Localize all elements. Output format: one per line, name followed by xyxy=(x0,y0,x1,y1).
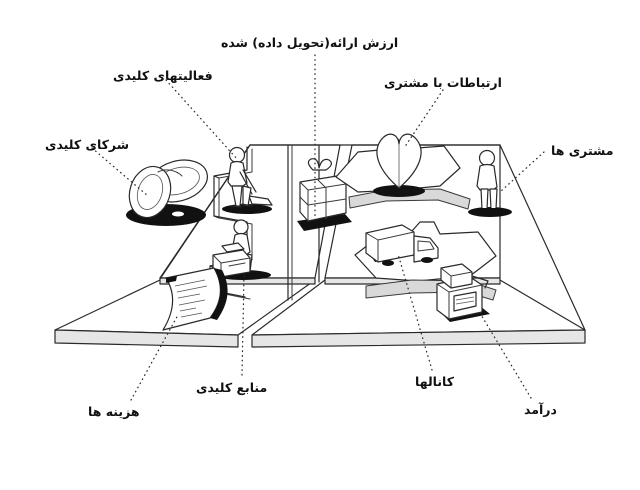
worker-figure-icon xyxy=(222,146,273,214)
cash-register-icon xyxy=(436,263,490,322)
leader-lines xyxy=(91,54,545,401)
leader-customers xyxy=(499,151,545,193)
leader-key-partners xyxy=(91,147,149,197)
label-key-activities: فعالیتهای کلیدی xyxy=(113,68,213,83)
label-revenue: درآمد xyxy=(524,402,557,417)
heart-icon xyxy=(373,133,425,197)
machine-icon xyxy=(212,219,271,280)
label-costs: هزینه ها xyxy=(88,404,140,419)
label-key-partners: شرکای کلیدی xyxy=(45,137,129,152)
label-value-proposition: ارزش ارائه(تحویل داده) شده xyxy=(221,35,399,50)
standing-person-icon xyxy=(468,149,512,217)
label-key-resources: منابع کلیدی xyxy=(196,380,268,395)
platform-base xyxy=(54,144,586,348)
leader-costs xyxy=(130,314,179,401)
invoice-document-icon xyxy=(162,267,228,331)
gift-box-icon xyxy=(297,158,352,231)
delivery-truck-icon xyxy=(365,224,439,266)
label-customers: مشتری ها xyxy=(551,143,614,158)
label-channels: کانالها xyxy=(415,374,454,389)
leader-key-activities xyxy=(165,79,239,161)
linked-rings-icon xyxy=(126,159,208,226)
label-customer-relationships: ارتباطات با مشتری xyxy=(384,75,502,90)
